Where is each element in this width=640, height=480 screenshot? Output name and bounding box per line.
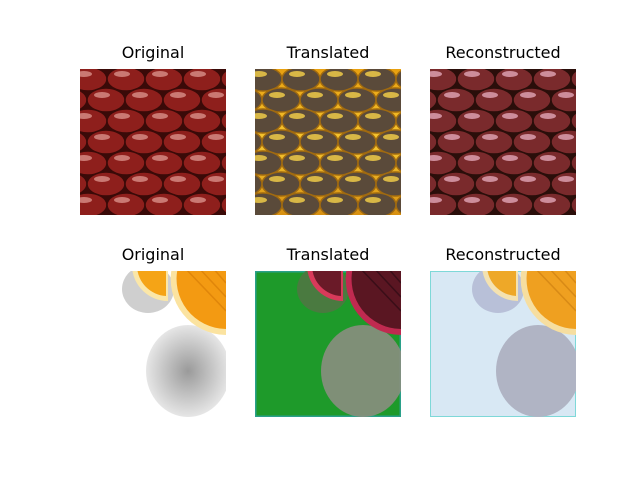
panel-title: Original [121, 245, 185, 264]
panel-title: Original [121, 43, 185, 62]
translated-orange-slices-icon [255, 271, 401, 417]
panel-title: Reconstructed [445, 245, 561, 264]
translated-apples-icon [255, 69, 401, 215]
orange-slices-icon [80, 271, 226, 417]
apples-icon [80, 69, 226, 215]
panel-title: Translated [286, 43, 370, 62]
panel-title: Reconstructed [445, 43, 561, 62]
reconstructed-apples-icon [430, 69, 576, 215]
reconstructed-orange-slices-icon [430, 271, 576, 417]
panel-title: Translated [286, 245, 370, 264]
